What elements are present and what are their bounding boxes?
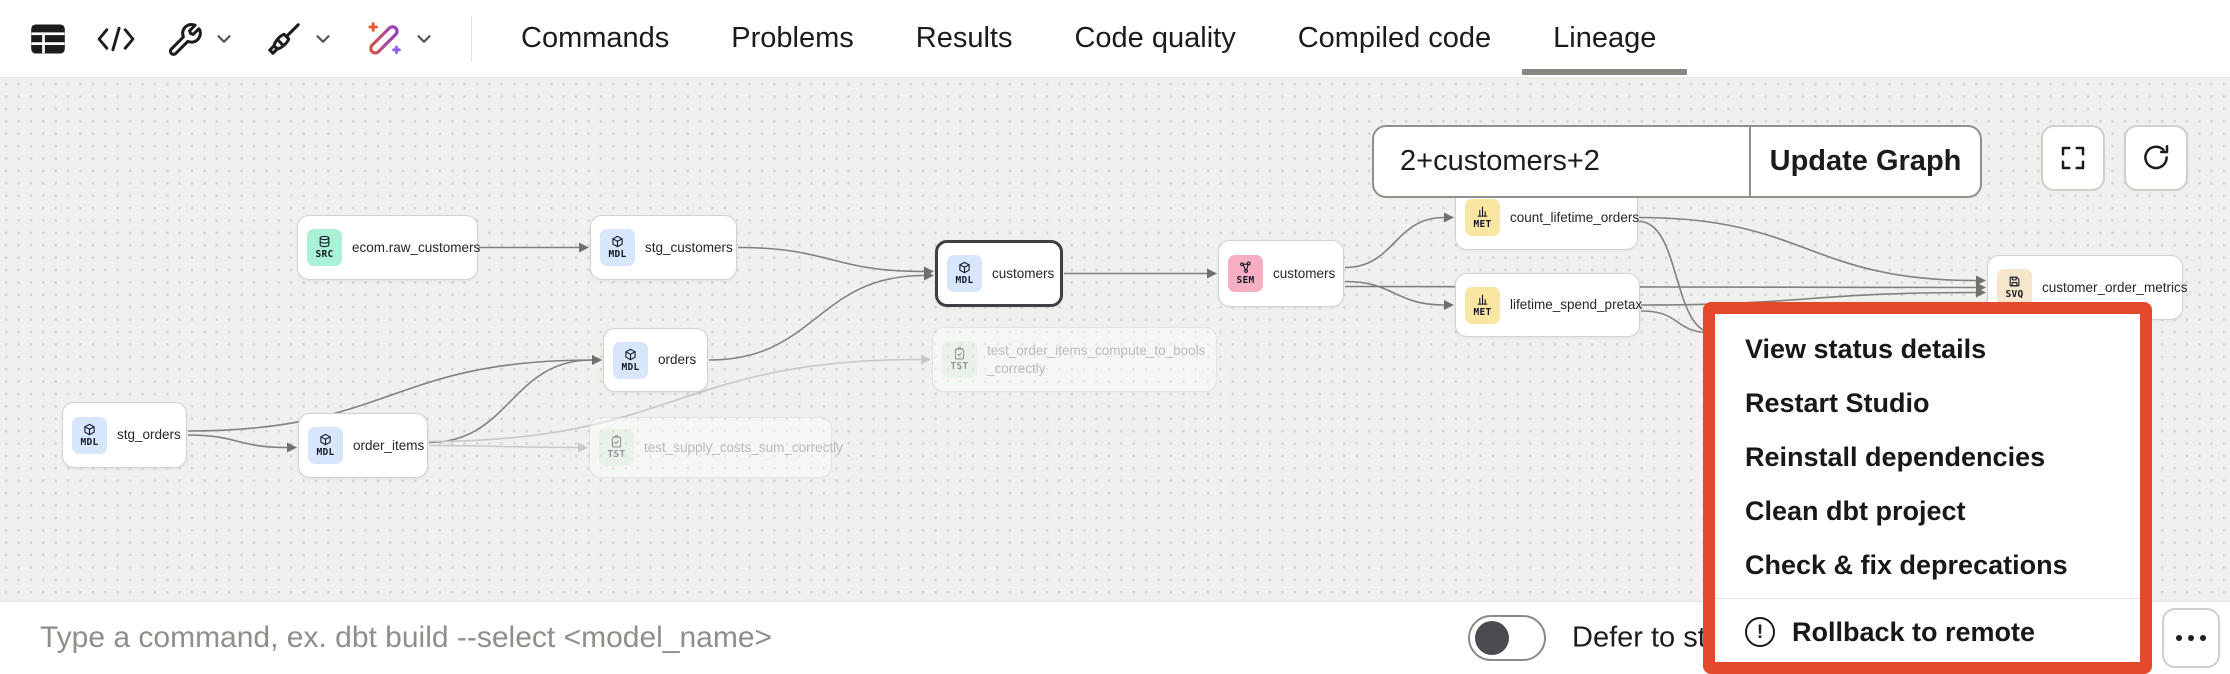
tab-lineage[interactable]: Lineage: [1522, 0, 1688, 77]
menu-item-view-status-details[interactable]: View status details: [1715, 322, 2140, 376]
test-icon: [611, 435, 622, 448]
menu-item-rollback-to-remote[interactable]: ! Rollback to remote: [1715, 605, 2140, 659]
met-badge: MET: [1465, 199, 1500, 236]
defer-label: Defer to sta: [1572, 621, 1722, 654]
menu-item-label: Restart Studio: [1745, 387, 1930, 418]
lineage-node-stg_orders[interactable]: MDL stg_orders: [62, 402, 187, 468]
top-toolbar: Commands Problems Results Code quality Compi…: [0, 0, 2230, 78]
menu-divider: [1715, 598, 2140, 599]
menu-item-check-fix-deprecations[interactable]: Check & fix deprecations: [1715, 538, 2140, 592]
lineage-node-test_order_items[interactable]: TST test_order_items_compute_to_bools_cor…: [932, 327, 1217, 392]
tab-results[interactable]: Results: [915, 22, 1013, 54]
lineage-selector-input[interactable]: [1374, 127, 1751, 196]
table-icon[interactable]: [30, 23, 66, 55]
lineage-node-customers_sem[interactable]: SEM customers: [1218, 240, 1344, 307]
refresh-button[interactable]: [2124, 125, 2188, 191]
node-label: ecom.raw_customers: [352, 239, 481, 255]
lineage-node-orders[interactable]: MDL orders: [603, 328, 708, 392]
node-label: stg_orders: [117, 427, 181, 443]
mdl-badge: MDL: [613, 341, 648, 379]
ellipsis-icon: [2176, 635, 2182, 641]
more-options-button[interactable]: [2162, 608, 2220, 668]
menu-item-label: Check & fix deprecations: [1745, 549, 2068, 580]
warning-icon: !: [1745, 617, 1775, 647]
saved-query-icon: [2009, 276, 2020, 287]
mdl-badge: MDL: [947, 255, 982, 292]
node-label: lifetime_spend_pretax: [1510, 297, 1643, 313]
model-icon: [320, 433, 331, 446]
tab-problems[interactable]: Problems: [731, 22, 854, 54]
tst-badge: TST: [942, 341, 977, 378]
tab-bar: Commands Problems Results Code quality Compi…: [490, 0, 1688, 77]
graph-selector-box: Update Graph: [1372, 125, 1982, 198]
tst-badge: TST: [599, 429, 634, 466]
test-icon: [954, 347, 965, 360]
magic-wand-icon[interactable]: [364, 19, 435, 59]
model-icon: [84, 423, 95, 435]
model-icon: [625, 348, 636, 360]
refresh-icon: [2144, 145, 2169, 170]
fullscreen-icon: [2061, 146, 2085, 170]
menu-item-label: View status details: [1745, 333, 1987, 364]
mdl-badge: MDL: [72, 416, 107, 454]
menu-item-restart-studio[interactable]: Restart Studio: [1715, 376, 2140, 430]
mdl-badge: MDL: [600, 229, 635, 266]
menu-item-label: Reinstall dependencies: [1745, 441, 2046, 472]
tab-commands[interactable]: Commands: [521, 22, 670, 54]
broom-icon[interactable]: [265, 20, 334, 58]
code-icon[interactable]: [96, 22, 136, 56]
menu-item-reinstall-dependencies[interactable]: Reinstall dependencies: [1715, 430, 2140, 484]
node-label: test_supply_costs_sum_correctly: [644, 439, 843, 455]
wrench-icon[interactable]: [166, 20, 235, 58]
node-label: stg_customers: [645, 239, 733, 255]
lineage-node-test_supply[interactable]: TST test_supply_costs_sum_correctly: [589, 417, 843, 478]
svq-badge: SVQ: [1997, 269, 2032, 306]
lineage-node-lifetime_spend_pretax[interactable]: MET lifetime_spend_pretax: [1455, 273, 1643, 337]
tab-compiled-code[interactable]: Compiled code: [1297, 22, 1492, 54]
metric-icon: [1477, 294, 1488, 305]
sem-badge: SEM: [1228, 255, 1263, 292]
source-icon: [319, 235, 330, 248]
model-icon: [959, 261, 970, 274]
tab-code-quality[interactable]: Code quality: [1074, 22, 1236, 54]
lineage-node-order_items[interactable]: MDL order_items: [298, 413, 428, 478]
fullscreen-button[interactable]: [2041, 125, 2105, 191]
src-badge: SRC: [307, 229, 342, 266]
lineage-node-stg_customers[interactable]: MDL stg_customers: [590, 215, 737, 280]
node-label: count_lifetime_orders: [1510, 209, 1640, 225]
node-label: order_items: [353, 437, 425, 453]
lineage-node-customers_mdl[interactable]: MDL customers: [935, 240, 1063, 307]
toolbar-icon-group: [0, 19, 465, 59]
metric-icon: [1477, 206, 1488, 217]
menu-item-clean-dbt-project[interactable]: Clean dbt project: [1715, 484, 2140, 538]
lineage-node-ecom_raw_customers[interactable]: SRC ecom.raw_customers: [297, 215, 481, 280]
node-label: customers: [992, 265, 1055, 281]
chevron-down-icon: [417, 34, 431, 43]
toggle-knob: [1475, 621, 1509, 655]
node-label: customer_order_metrics: [2042, 279, 2188, 295]
command-input[interactable]: [38, 602, 1338, 674]
node-label: orders: [658, 352, 697, 368]
chevron-down-icon: [316, 34, 330, 43]
semantic-model-icon: [1240, 261, 1251, 273]
toolbar-divider: [471, 15, 472, 62]
menu-item-label: Rollback to remote: [1792, 616, 2036, 647]
node-label: customers: [1273, 265, 1336, 281]
met-badge: MET: [1465, 286, 1500, 324]
node-label: test_order_items_compute_to_bools_correc…: [987, 342, 1206, 376]
model-icon: [612, 235, 623, 248]
mdl-badge: MDL: [308, 427, 343, 464]
defer-toggle[interactable]: [1468, 615, 1546, 661]
update-graph-button[interactable]: Update Graph: [1769, 145, 1962, 177]
menu-item-label: Clean dbt project: [1745, 495, 1966, 526]
chevron-down-icon: [217, 34, 231, 43]
